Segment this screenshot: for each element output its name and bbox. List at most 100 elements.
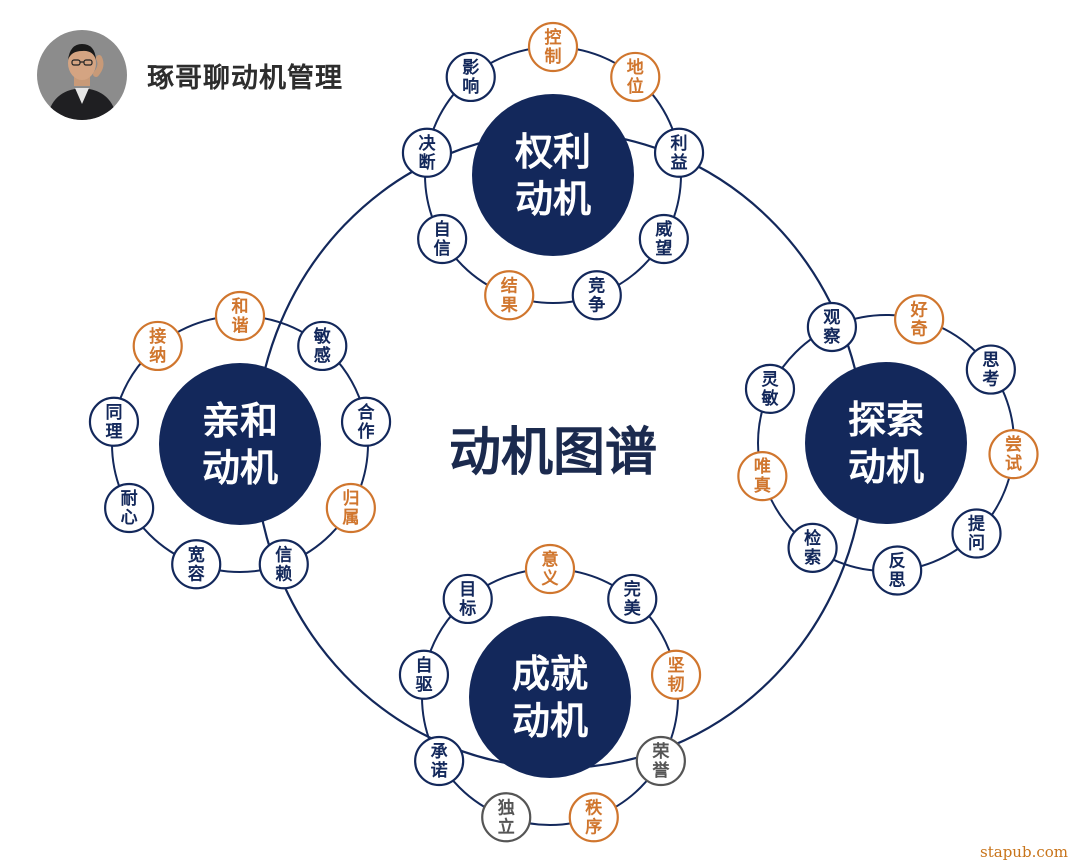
satellite-node: 接纳: [132, 320, 183, 372]
satellite-circle: [484, 270, 535, 321]
satellite-node: 和谐: [214, 290, 266, 342]
satellite-node: 地位: [610, 51, 661, 103]
satellite-circle: [894, 294, 945, 345]
satellite-node: 信赖: [258, 539, 309, 590]
satellite-label-bottom: 义: [542, 568, 559, 589]
satellite-node: 目标: [442, 573, 493, 625]
hub-circle: [472, 94, 634, 256]
satellite-label-bottom: 赖: [275, 563, 292, 584]
satellite-node: 思考: [965, 344, 1016, 395]
satellite-circle: [653, 127, 705, 178]
satellite-label-top: 目: [459, 580, 476, 600]
satellite-circle: [104, 482, 155, 534]
satellite-label-bottom: 作: [358, 421, 375, 442]
satellite-label-bottom: 望: [655, 238, 672, 259]
satellite-label-top: 尝: [1005, 434, 1022, 455]
satellite-label-bottom: 美: [624, 598, 642, 619]
satellite-label-bottom: 断: [418, 152, 435, 173]
satellite-label-bottom: 察: [822, 326, 841, 347]
satellite-label-top: 意: [542, 549, 559, 570]
satellite-label-top: 结: [501, 275, 518, 296]
satellite-circle: [607, 573, 658, 625]
satellite-label-bottom: 谐: [232, 316, 249, 336]
satellite-circle: [524, 543, 576, 595]
satellite-circle: [88, 396, 140, 447]
satellite-circle: [965, 344, 1016, 395]
satellite-label-top: 自: [434, 219, 451, 240]
satellite-label-bottom: 誉: [652, 760, 670, 781]
satellite-label-bottom: 信: [434, 238, 451, 259]
satellite-label-bottom: 试: [1005, 454, 1022, 474]
satellite-label-bottom: 争: [588, 294, 605, 315]
satellite-node: 竞争: [571, 270, 622, 321]
satellite-node: 独立: [481, 792, 532, 843]
satellite-label-bottom: 敏: [760, 388, 778, 409]
satellite-circle: [442, 573, 493, 625]
satellite-label-top: 观: [822, 308, 840, 328]
satellite-label-bottom: 感: [314, 345, 331, 366]
satellite-label-bottom: 响: [462, 76, 479, 97]
satellite-node: 荣誉: [635, 735, 686, 787]
satellite-node: 唯真: [737, 451, 788, 502]
satellite-node: 秩序: [568, 792, 619, 843]
satellite-circle: [445, 51, 496, 103]
satellite-node: 灵敏: [744, 363, 796, 415]
satellite-label-top: 和: [232, 297, 249, 317]
satellite-label-bottom: 益: [671, 152, 688, 173]
satellite-circle: [744, 363, 796, 415]
satellite-label-top: 决: [418, 133, 436, 154]
satellite-label-top: 独: [498, 797, 515, 818]
satellite-node: 好奇: [894, 294, 945, 345]
satellite-circle: [527, 21, 579, 73]
satellite-circle: [806, 301, 858, 353]
satellite-label-bottom: 果: [501, 295, 518, 315]
satellite-label-top: 归: [342, 488, 359, 509]
satellite-circle: [401, 127, 453, 178]
satellite-circle: [650, 649, 702, 700]
satellite-circle: [787, 522, 838, 573]
satellite-node: 宽容: [171, 539, 222, 590]
satellite-label-bottom: 思: [889, 571, 906, 591]
satellite-node: 意义: [524, 543, 576, 595]
satellite-label-top: 反: [889, 552, 906, 572]
satellite-label-top: 荣: [651, 742, 669, 762]
satellite-node: 提问: [951, 508, 1002, 559]
hub-label-top: 成就: [512, 652, 588, 696]
satellite-label-top: 坚: [668, 656, 685, 676]
satellite-label-top: 同: [105, 403, 122, 423]
satellite-node: 合作: [340, 396, 392, 447]
hub-circle: [159, 363, 321, 525]
satellite-label-top: 检: [804, 528, 821, 549]
satellite-node: 威望: [638, 213, 689, 265]
satellite-label-top: 唯: [754, 456, 771, 477]
satellite-label-top: 提: [968, 515, 986, 535]
satellite-label-bottom: 真: [754, 475, 771, 496]
satellite-label-top: 灵: [761, 370, 779, 390]
satellite-node: 利益: [653, 127, 705, 178]
satellite-label-top: 完: [624, 579, 641, 600]
satellite-label-top: 宽: [188, 544, 205, 565]
satellite-circle: [872, 545, 923, 596]
satellite-circle: [414, 735, 465, 787]
satellite-circle: [340, 396, 392, 447]
satellite-node: 反思: [872, 545, 923, 596]
satellite-label-top: 信: [275, 544, 292, 565]
satellite-label-bottom: 心: [121, 508, 138, 528]
satellite-label-top: 自: [415, 655, 432, 676]
satellite-label-top: 竞: [588, 275, 605, 296]
satellite-label-bottom: 理: [105, 422, 122, 442]
satellite-circle: [951, 508, 1002, 559]
satellite-node: 观察: [806, 301, 858, 353]
satellite-circle: [610, 51, 661, 103]
satellite-circle: [635, 735, 686, 787]
satellite-node: 影响: [445, 51, 496, 103]
hub-circle: [805, 362, 967, 524]
satellite-circle: [638, 213, 689, 265]
satellite-node: 坚韧: [650, 649, 702, 700]
author-name: 琢哥聊动机管理: [147, 63, 343, 94]
hub-label-bottom: 动机: [512, 699, 588, 743]
watermark: stapub.com: [980, 843, 1068, 861]
